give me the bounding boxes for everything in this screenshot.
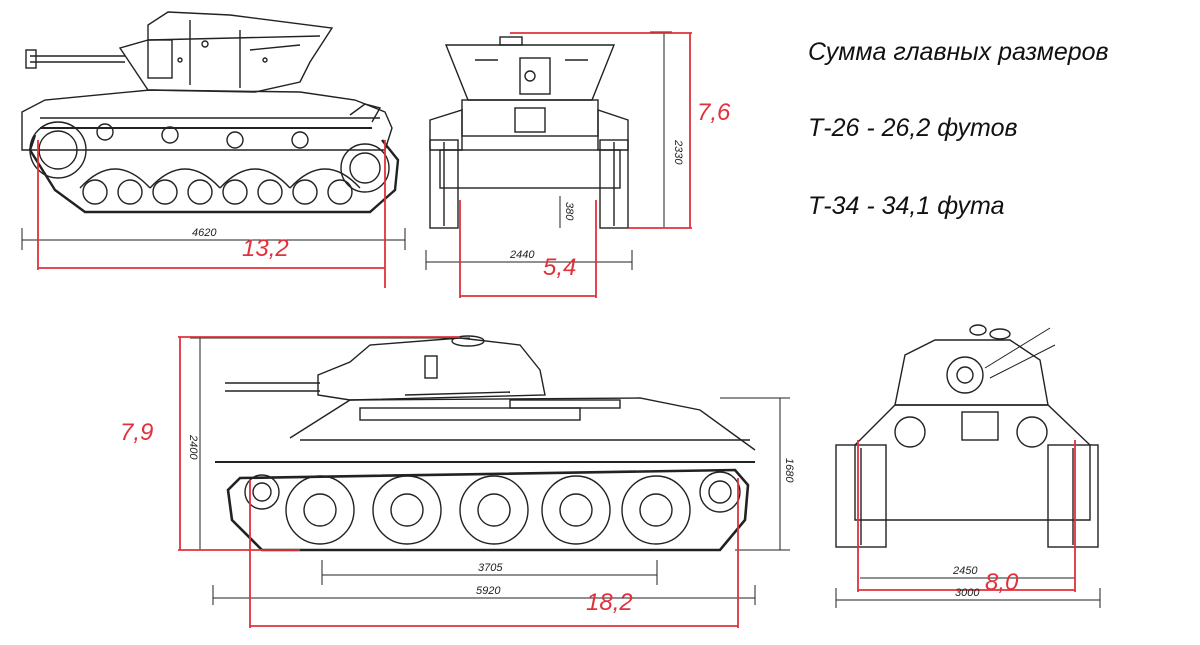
t34-front-right-track [1047,444,1099,548]
t34-side-dim-1680: 1680 [783,458,795,483]
t26-front-dim-2330: 2330 [672,139,684,165]
t26-height-feet-label: 7,6 [697,99,731,126]
t34-side-dim-2400: 2400 [187,434,199,460]
t26-front-dim-2440: 2440 [509,249,535,261]
t34-front-hull [854,404,1091,521]
t26-front-right-track [599,139,629,229]
t26-side-view [21,11,406,250]
t34-drive-sprocket [699,471,741,513]
t26-idler-wheel [340,143,390,193]
t26-length-feet-label: 13,2 [242,235,289,262]
t26-side-dim-4620: 4620 [192,227,217,239]
t26-turret [118,11,334,93]
t34-width-feet-label: 8,0 [985,569,1019,596]
t26-front-left-track [429,139,459,229]
t34-track [226,468,750,552]
t26-front-turret [444,44,616,101]
summary-t34: Т-34 - 34,1 фута [808,192,1005,220]
t34-turret [317,337,546,401]
t34-front-dim-2450: 2450 [952,565,978,577]
t26-track [28,134,400,214]
red-measure-lines [37,32,1076,628]
t34-height-feet-label: 7,9 [120,419,153,446]
t34-front-dim-3000: 3000 [955,587,980,599]
t34-road-wheels [285,475,691,545]
t34-front-left-track [835,444,887,548]
t34-idler-wheel [244,474,280,510]
t34-side-dim-3705: 3705 [478,562,503,574]
t26-front-view [425,31,672,270]
t26-front-dim-380: 380 [563,202,575,221]
t34-side-dim-5920: 5920 [476,585,501,597]
summary-heading: Сумма главных размеров [808,38,1109,66]
t34-front-view [835,324,1101,608]
t34-upper-hull [289,397,756,451]
summary-t26: Т-26 - 26,2 футов [808,114,1018,142]
t26-hull [21,89,393,151]
t34-front-turret [894,339,1049,406]
t26-width-feet-label: 5,4 [543,254,576,281]
t34-length-feet-label: 18,2 [586,589,633,616]
t34-side-view [190,335,790,605]
